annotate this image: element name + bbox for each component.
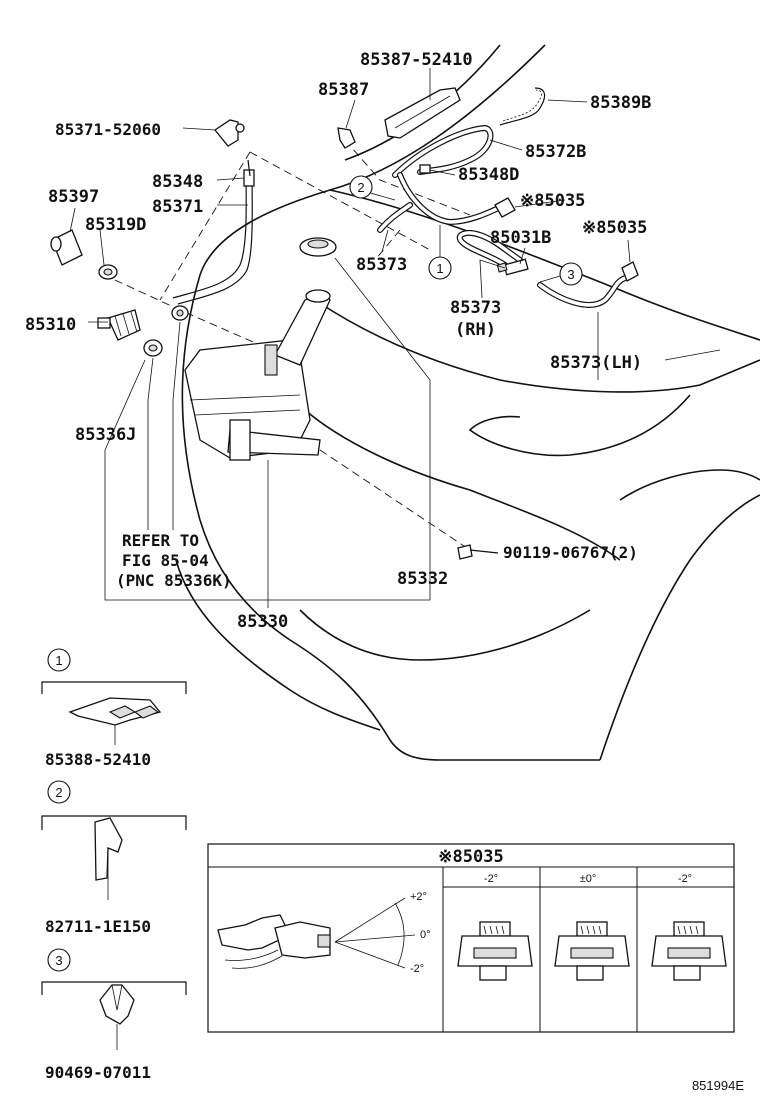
label-rh: (RH) [455,320,496,340]
table-col-3: -2° [678,873,692,885]
label-85387: 85387 [318,80,369,100]
label-85373-mid: 85373 [356,255,407,275]
nozzle-85035-rh [494,197,516,218]
hose-85373-rh [456,230,523,268]
label-refer-line3: (PNC 85336K) [116,571,232,590]
inset-1-number: 1 [55,653,62,668]
nozzle-angle-table: ※85035 -2° ±0° -2° +2° 0° -2° [207,843,735,1033]
joint-85348d [419,164,431,174]
level-sensor-85397 [50,229,83,266]
inset-3-90469-07011: 3 90469-07011 [41,948,187,1082]
hose-85389b [499,87,546,126]
clamp-85371-52060 [214,119,245,147]
washer-pump-85310 [97,309,141,341]
angle-down: -2° [410,963,424,975]
label-85348: 85348 [152,172,203,192]
label-85310: 85310 [25,315,76,335]
table-title: ※85035 [438,847,503,867]
label-refer-line1: REFER TO [122,531,199,550]
label-85035-lh: ※85035 [582,218,647,238]
washer-tank-85330 [184,289,331,461]
label-85371-52060: 85371-52060 [55,120,161,139]
nozzle-front-view-1 [457,921,533,981]
nozzle-side-view: +2° 0° -2° [217,891,431,975]
leader-lines [69,68,721,608]
nozzle-85035-lh [621,261,639,282]
grommet-85336j [143,339,163,357]
vehicle-body-outline [175,44,760,761]
label-85372b: 85372B [525,142,586,162]
callout-3: 3 [559,262,583,286]
hose-85372b [392,124,494,178]
hose-main [397,172,508,226]
label-85319d: 85319D [85,215,146,235]
angle-mid: 0° [420,929,431,941]
inset-2-label: 82711-1E150 [45,917,151,936]
inset-1-label: 85388-52410 [45,750,151,769]
label-85348d: 85348D [458,165,519,185]
inset-2-82711-1e150: 2 82711-1E150 [41,780,187,936]
label-85389b: 85389B [590,93,651,113]
callout-1: 1 [428,256,452,280]
label-85371: 85371 [152,197,203,217]
label-85387-52410: 85387-52410 [360,50,473,70]
label-85031b: 85031B [490,228,551,248]
hose-85373-lh [537,275,628,308]
table-col-2: ±0° [580,873,597,885]
label-85332: 85332 [397,569,448,589]
figure-id: 851994E [692,1078,744,1093]
inset-1-85388-52410: 1 85388-52410 [41,648,187,769]
label-refer-line2: FIG 85-04 [122,551,209,570]
label-90119-06767: 90119-06767(2) [503,543,638,562]
inset-2-number: 2 [55,785,62,800]
callout-1-text: 1 [436,261,443,276]
label-85373-lh: 85373(LH) [550,353,642,373]
bolt-90119-06767 [457,544,499,560]
label-85373-rh: 85373 [450,298,501,318]
inset-3-label: 90469-07011 [45,1063,151,1082]
part-labels: 85387-52410 85387 85389B 85371-52060 853… [25,50,651,632]
nozzle-front-view-3 [651,921,727,981]
label-85035-rh: ※85035 [520,191,585,211]
callout-2: 2 [349,175,373,199]
clamp-85387 [337,127,356,149]
grommet-small [171,305,189,321]
inset-3-number: 3 [55,953,62,968]
nozzle-front-view-2 [554,921,630,981]
callout-2-text: 2 [357,180,364,195]
angle-up: +2° [410,891,427,903]
hose-85373-mid [377,202,413,233]
callout-3-text: 3 [567,267,574,282]
bracket-85387-52410 [384,87,461,139]
joint-85348 [247,159,251,177]
tank-cap-85332 [299,237,337,257]
label-85330: 85330 [237,612,288,632]
label-85336j: 85336J [75,425,136,445]
grommet-85319d [98,264,118,280]
table-col-1: -2° [484,873,498,885]
label-85397: 85397 [48,187,99,207]
